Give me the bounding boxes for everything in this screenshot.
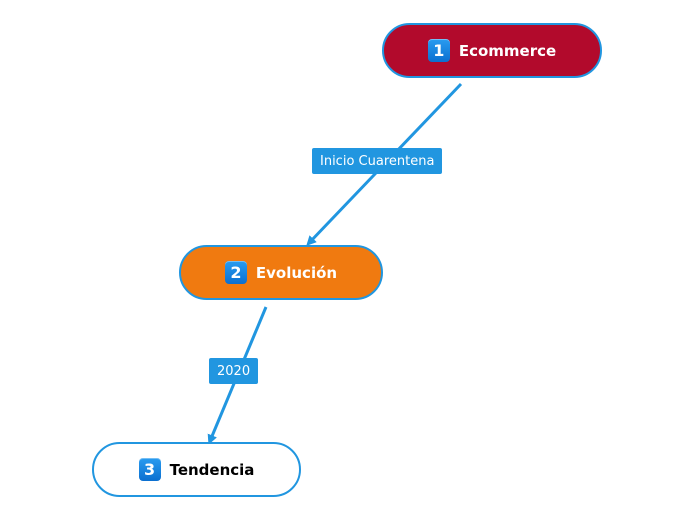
edge-label-inicio-cuarentena[interactable]: Inicio Cuarentena [312, 148, 443, 174]
node-label: Tendencia [169, 460, 255, 479]
number-badge-icon: 1 [427, 39, 450, 62]
number-badge-icon: 3 [138, 458, 161, 481]
node-tendencia[interactable]: 3 Tendencia [92, 442, 301, 497]
node-ecommerce[interactable]: 1 Ecommerce [382, 23, 602, 78]
node-label: Evolución [255, 263, 338, 282]
edge-label-text: 2020 [217, 363, 251, 379]
node-evolucion[interactable]: 2 Evolución [179, 245, 383, 300]
node-label: Ecommerce [458, 41, 557, 60]
number-badge-icon: 2 [224, 261, 247, 284]
edge-label-2020[interactable]: 2020 [209, 358, 259, 384]
edge-label-text: Inicio Cuarentena [320, 153, 435, 169]
